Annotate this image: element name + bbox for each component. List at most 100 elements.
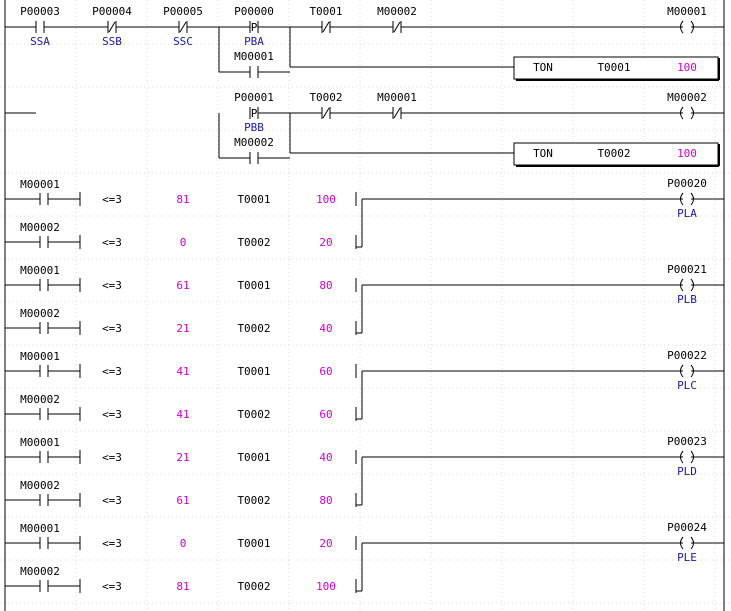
compare-low-bound: 21 bbox=[176, 322, 189, 335]
compare-timer-device: T0002 bbox=[237, 580, 270, 593]
timer-type-label: TON bbox=[533, 147, 553, 160]
contact-p00001[interactable]: P bbox=[249, 107, 259, 120]
compare-operator: <=3 bbox=[102, 365, 122, 378]
compare-timer-device: T0002 bbox=[237, 494, 270, 507]
compare-timer-device: T0001 bbox=[237, 451, 270, 464]
compare-row[interactable]: M00001 <=3 41 T0001 60 bbox=[5, 350, 357, 378]
compare-high-bound: 40 bbox=[319, 322, 332, 335]
compare-low-bound: 0 bbox=[180, 537, 187, 550]
compare-low-bound: 41 bbox=[176, 408, 189, 421]
compare-low-bound: 41 bbox=[176, 365, 189, 378]
contact-comment-label: SSA bbox=[30, 35, 50, 48]
compare-high-bound: 100 bbox=[316, 580, 336, 593]
contact-device-label: P00003 bbox=[20, 5, 60, 18]
compare-timer-device: T0001 bbox=[237, 279, 270, 292]
contact-p00003[interactable] bbox=[35, 21, 45, 33]
contact-t0002[interactable] bbox=[321, 107, 331, 119]
compare-row[interactable]: M00002 <=3 81 T0002 100 bbox=[5, 565, 357, 593]
output-comment-label: PLC bbox=[677, 379, 697, 392]
power-rails bbox=[4, 0, 725, 611]
output-comment-label: PLE bbox=[677, 551, 697, 564]
compare-low-bound: 81 bbox=[176, 580, 189, 593]
contact-device-label: T0002 bbox=[309, 91, 342, 104]
compare-low-bound: 61 bbox=[176, 494, 189, 507]
output-comment-label: PLB bbox=[677, 293, 697, 306]
compare-high-bound: 20 bbox=[319, 537, 332, 550]
contact-comment-label: SSB bbox=[102, 35, 122, 48]
contact-device-label: M00002 bbox=[377, 5, 417, 18]
contact-comment-label: PBA bbox=[244, 35, 264, 48]
compare-timer-device: T0001 bbox=[237, 537, 270, 550]
compare-low-bound: 61 bbox=[176, 279, 189, 292]
compare-timer-device: T0001 bbox=[237, 365, 270, 378]
output-device-label: P00022 bbox=[667, 349, 707, 362]
contact-comment-label: PBB bbox=[244, 121, 264, 134]
output-comment-label: PLA bbox=[677, 207, 697, 220]
compare-low-bound: 81 bbox=[176, 193, 189, 206]
compare-operator: <=3 bbox=[102, 580, 122, 593]
timer-preset-value: 100 bbox=[677, 61, 697, 74]
output-device-label: P00023 bbox=[667, 435, 707, 448]
compare-operator: <=3 bbox=[102, 451, 122, 464]
compare-high-bound: 60 bbox=[319, 365, 332, 378]
coil-device-label: M00001 bbox=[667, 5, 707, 18]
contact-device-label: M00001 bbox=[377, 91, 417, 104]
output-device-label: P00020 bbox=[667, 177, 707, 190]
timer-device-label: T0002 bbox=[597, 147, 630, 160]
contact-device-label: P00000 bbox=[234, 5, 274, 18]
compare-high-bound: 100 bbox=[316, 193, 336, 206]
compare-operator: <=3 bbox=[102, 193, 122, 206]
compare-operator: <=3 bbox=[102, 322, 122, 335]
contact-p00004[interactable] bbox=[107, 21, 117, 33]
compare-row[interactable]: M00001 <=3 81 T0001 100 bbox=[5, 178, 357, 206]
compare-timer-device: T0002 bbox=[237, 236, 270, 249]
compare-timer-device: T0001 bbox=[237, 193, 270, 206]
compare-contact-label: M00002 bbox=[20, 565, 60, 578]
seal-device-label: M00001 bbox=[234, 50, 274, 63]
compare-operator: <=3 bbox=[102, 279, 122, 292]
compare-timer-device: T0002 bbox=[237, 322, 270, 335]
compare-operator: <=3 bbox=[102, 408, 122, 421]
compare-operator: <=3 bbox=[102, 537, 122, 550]
output-comment-label: PLD bbox=[677, 465, 697, 478]
compare-contact-label: M00002 bbox=[20, 479, 60, 492]
compare-high-bound: 80 bbox=[319, 279, 332, 292]
compare-row[interactable]: M00001 <=3 61 T0001 80 bbox=[5, 264, 357, 292]
rung-1[interactable]: P00003SSAP00004SSBP00005SSCPP00000PBAT00… bbox=[5, 5, 724, 81]
contact-m00002[interactable] bbox=[392, 21, 402, 33]
contact-m00001[interactable] bbox=[392, 107, 402, 119]
timer-type-label: TON bbox=[533, 61, 553, 74]
seal-contact-m00002[interactable] bbox=[249, 152, 259, 164]
seal-contact-m00001[interactable] bbox=[249, 66, 259, 78]
compare-low-bound: 21 bbox=[176, 451, 189, 464]
contact-p00000[interactable]: P bbox=[249, 21, 259, 34]
timer-preset-value: 100 bbox=[677, 147, 697, 160]
compare-high-bound: 40 bbox=[319, 451, 332, 464]
compare-contact-label: M00001 bbox=[20, 264, 60, 277]
contact-device-label: P00004 bbox=[92, 5, 132, 18]
contact-device-label: P00001 bbox=[234, 91, 274, 104]
compare-contact-label: M00001 bbox=[20, 178, 60, 191]
contact-p00005[interactable] bbox=[178, 21, 188, 33]
contact-t0001[interactable] bbox=[321, 21, 331, 33]
compare-contact-label: M00001 bbox=[20, 350, 60, 363]
compare-operator: <=3 bbox=[102, 236, 122, 249]
seal-device-label: M00002 bbox=[234, 136, 274, 149]
compare-contact-label: M00002 bbox=[20, 393, 60, 406]
